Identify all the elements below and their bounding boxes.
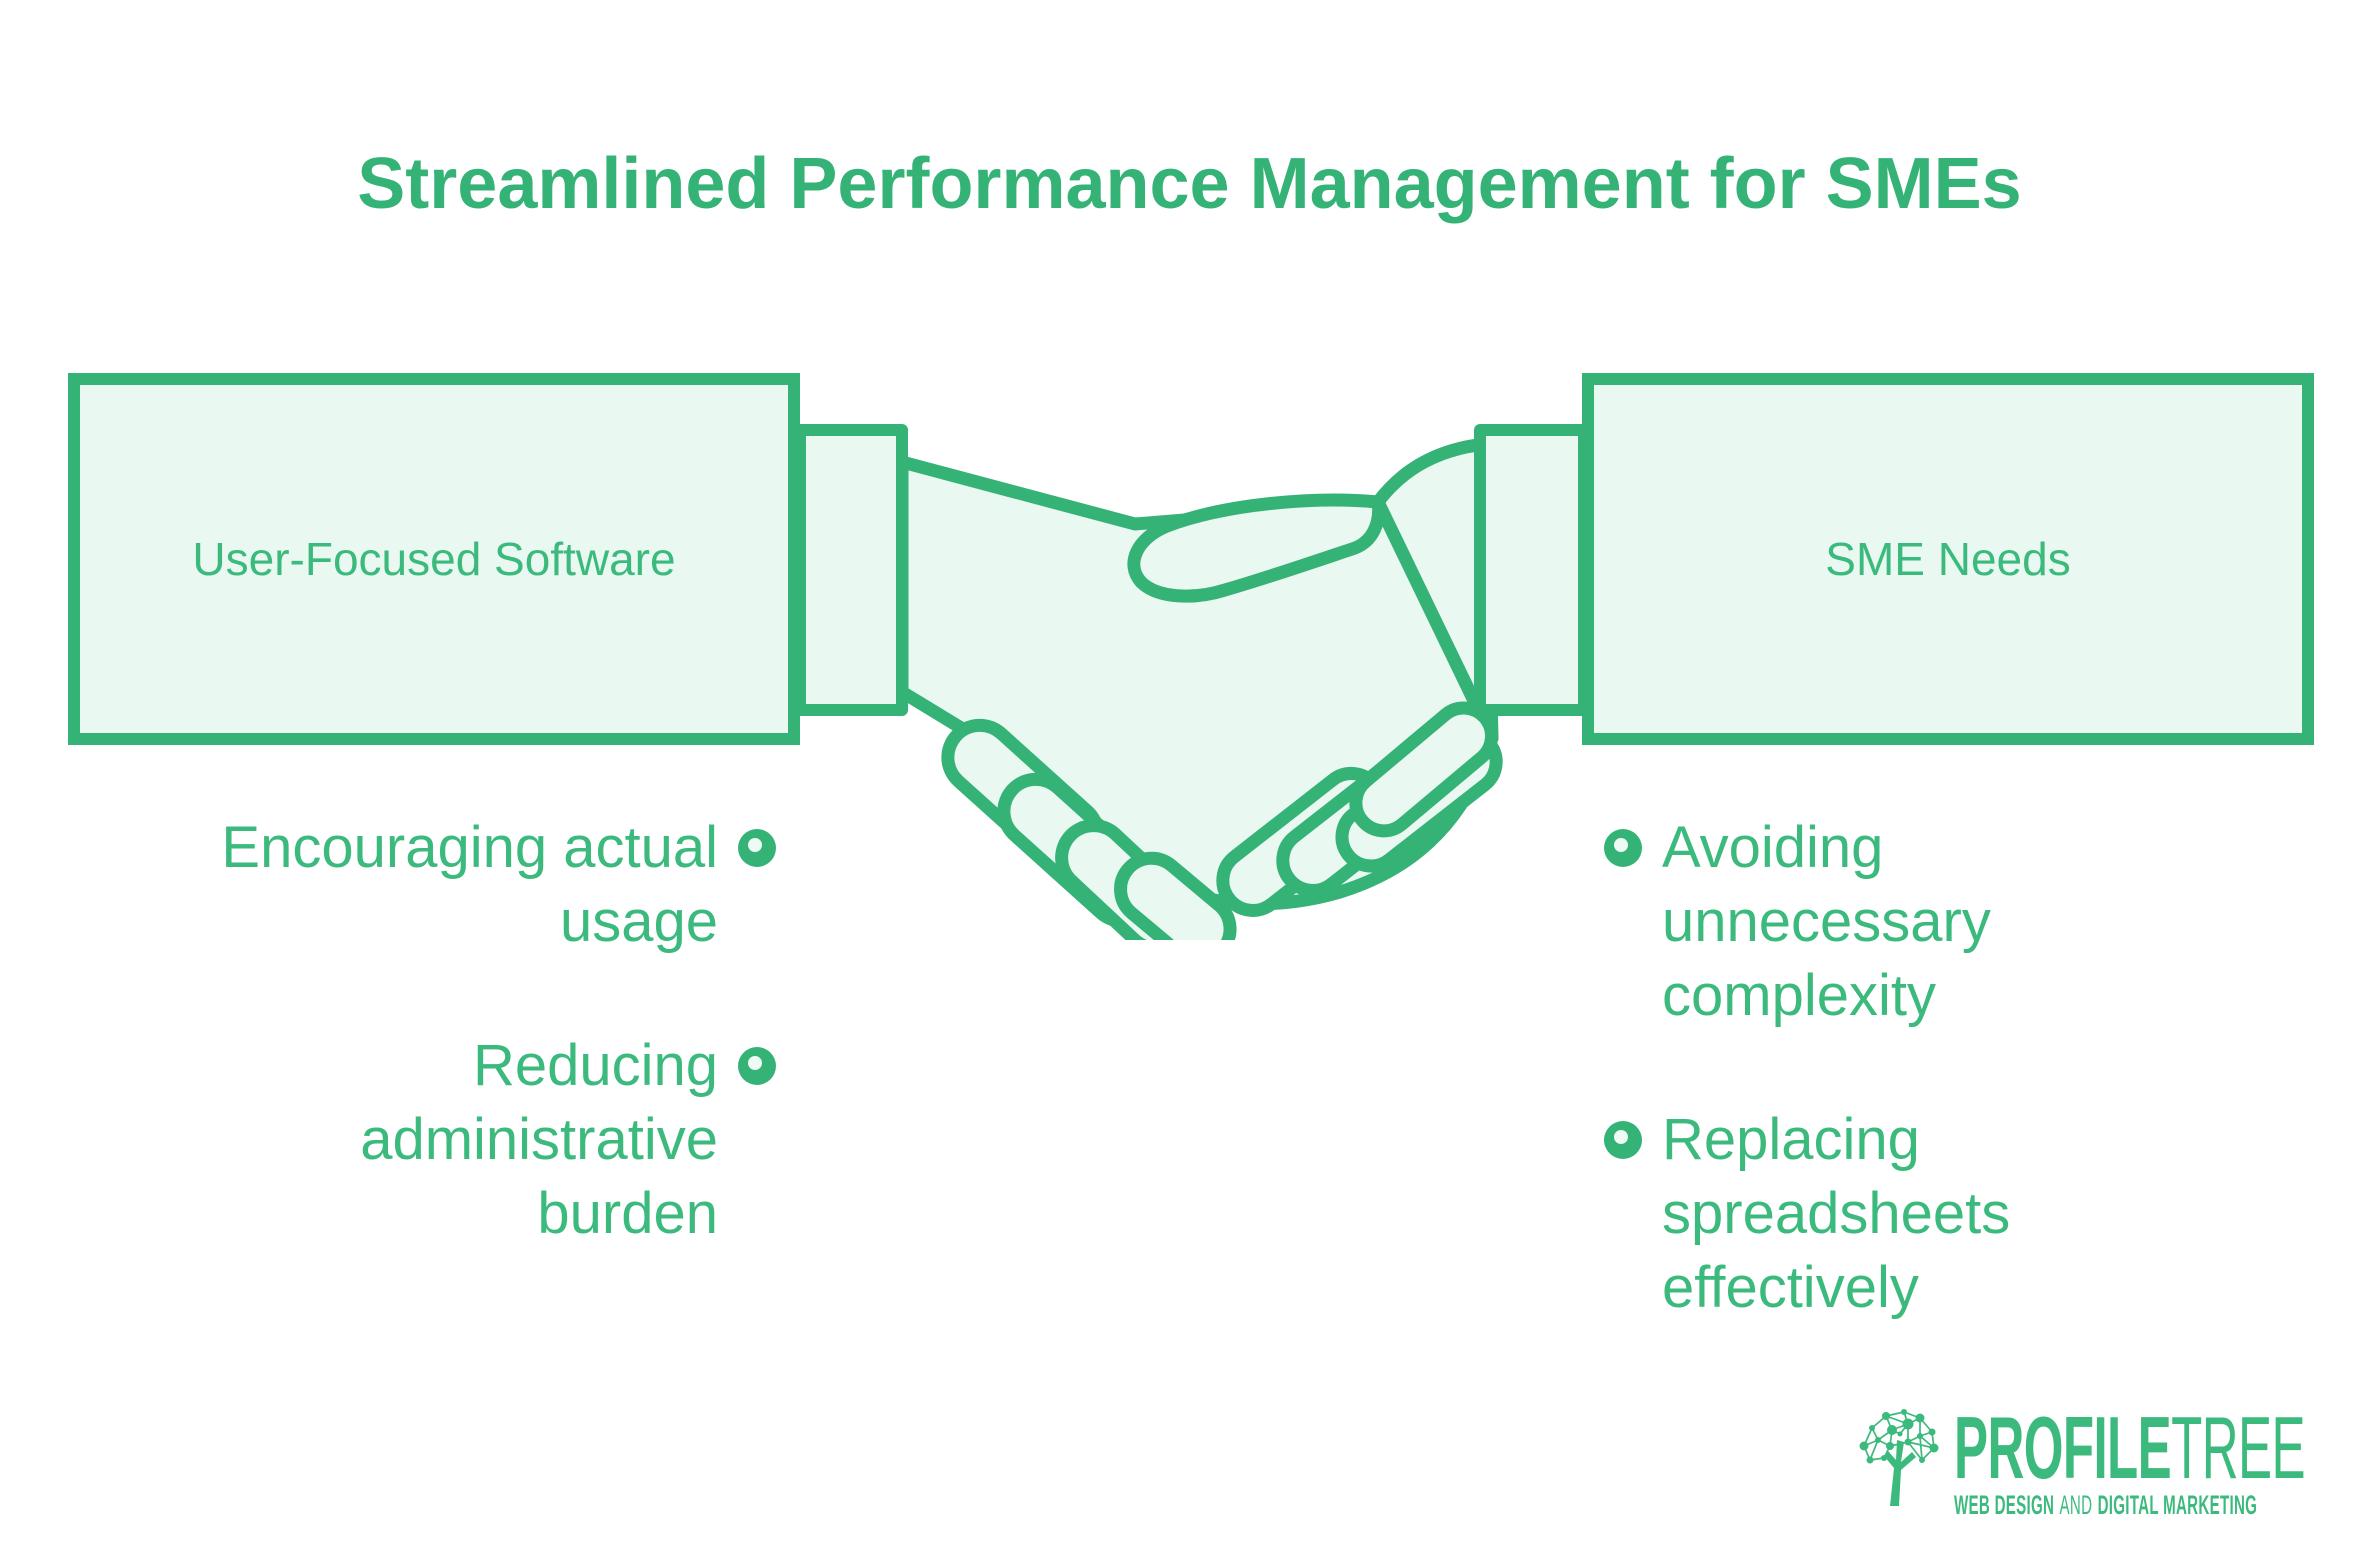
- brand-light: TREE: [2171, 1398, 2305, 1497]
- tagline-mid: AND: [2059, 1490, 2093, 1520]
- donut-bullet-icon: [1604, 829, 1642, 867]
- tree-mesh-nodes: [1859, 1409, 1939, 1464]
- page-title: Streamlined Performance Management for S…: [357, 144, 2022, 224]
- donut-bullet-icon: [738, 1047, 776, 1085]
- bullet-text: Avoiding unnecessary complexity: [1662, 815, 1991, 1028]
- handshake-hands: [895, 437, 1503, 940]
- list-item: Replacing spreadsheets effectively: [1604, 1103, 2224, 1325]
- list-item: Avoiding unnecessary complexity: [1604, 811, 2224, 1033]
- left-concept-box: User-Focused Software: [68, 373, 800, 745]
- list-item: Reducing administrative burden: [160, 1029, 776, 1251]
- right-box-label: SME Needs: [1825, 533, 2071, 585]
- brand-bold: PROFILE: [1954, 1398, 2172, 1497]
- tagline-lead: WEB DESIGN: [1954, 1490, 2055, 1520]
- left-bullet-list: Encouraging actual usage Reducing admini…: [160, 811, 776, 1321]
- bullet-text: Replacing spreadsheets effectively: [1662, 1107, 2011, 1320]
- right-concept-box: SME Needs: [1582, 373, 2314, 745]
- donut-bullet-icon: [738, 829, 776, 867]
- donut-bullet-icon: [1604, 1121, 1642, 1159]
- handshake-icon: [795, 424, 1590, 940]
- list-item: Encouraging actual usage: [160, 811, 776, 959]
- right-bullet-list: Avoiding unnecessary complexity Replacin…: [1604, 811, 2224, 1395]
- brand-wordmark: PROFILETREE: [1954, 1404, 2306, 1492]
- tree-trunk: [1884, 1440, 1916, 1506]
- tagline-tail: DIGITAL MARKETING: [2097, 1490, 2258, 1520]
- network-tree-icon: [1859, 1409, 1939, 1506]
- bullet-text: Reducing administrative burden: [360, 1033, 718, 1246]
- bullet-text: Encouraging actual usage: [221, 815, 718, 954]
- left-box-label: User-Focused Software: [192, 533, 676, 585]
